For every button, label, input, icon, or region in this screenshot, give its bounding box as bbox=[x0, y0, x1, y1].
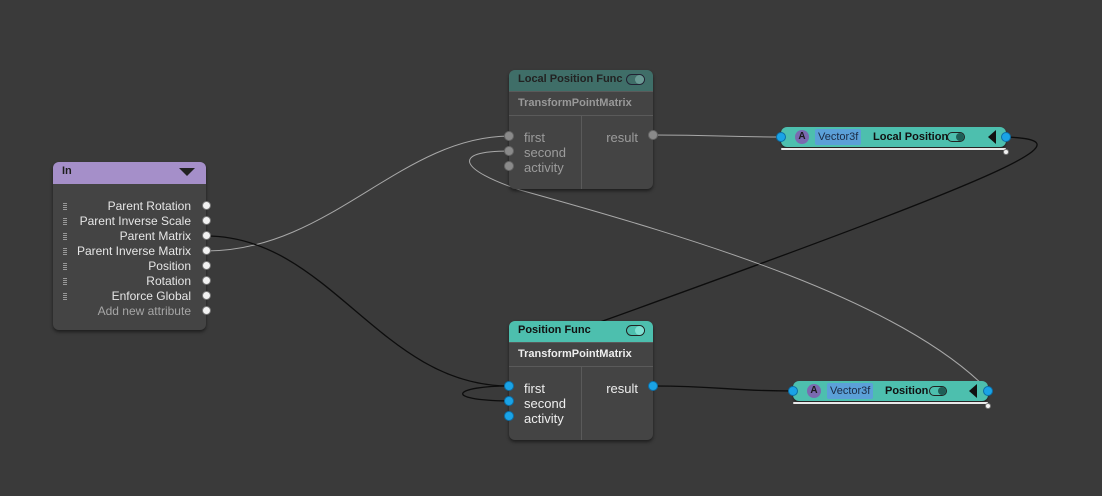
attr-position[interactable]: Position bbox=[53, 259, 211, 274]
output-port-result[interactable] bbox=[648, 130, 658, 140]
wire-position-loop bbox=[462, 385, 510, 402]
input-activity-label: activity bbox=[524, 411, 564, 426]
input-port-activity[interactable] bbox=[504, 161, 514, 171]
input-port-first[interactable] bbox=[504, 381, 514, 391]
node-title: Local Position Func bbox=[518, 73, 623, 85]
grip-icon[interactable] bbox=[63, 233, 67, 240]
grip-icon[interactable] bbox=[63, 203, 67, 210]
input-activity-label: activity bbox=[524, 160, 564, 175]
local-position-output-node[interactable]: A Vector3f Local Position bbox=[776, 127, 1011, 155]
node-title: Position Func bbox=[518, 324, 591, 336]
output-port[interactable] bbox=[202, 231, 211, 240]
output-port-result[interactable] bbox=[648, 381, 658, 391]
underline bbox=[793, 402, 988, 404]
input-second-label: second bbox=[524, 396, 566, 411]
wire-position-result-to-output bbox=[652, 385, 794, 392]
toggle-icon[interactable] bbox=[626, 325, 645, 336]
input-second-label: second bbox=[524, 145, 566, 160]
toggle-icon[interactable] bbox=[626, 74, 645, 85]
type-badge: Vector3f bbox=[827, 383, 874, 399]
output-port[interactable] bbox=[983, 386, 993, 396]
output-port[interactable] bbox=[202, 306, 211, 315]
divider bbox=[581, 367, 582, 440]
attr-parent-matrix[interactable]: Parent Matrix bbox=[53, 229, 211, 244]
input-first-label: first bbox=[524, 381, 545, 396]
output-name: Local Position bbox=[873, 131, 949, 143]
wire-parent-matrix-to-position-first bbox=[205, 235, 510, 387]
attribute-badge: A bbox=[807, 384, 821, 398]
local-position-func-header[interactable]: Local Position Func bbox=[509, 70, 653, 91]
output-result-label: result bbox=[606, 130, 638, 145]
dropdown-triangle-icon[interactable] bbox=[179, 168, 195, 176]
grip-icon[interactable] bbox=[63, 248, 67, 255]
wire-local-position-to-position-func bbox=[599, 136, 1038, 323]
divider bbox=[581, 116, 582, 189]
attr-parent-inverse-scale[interactable]: Parent Inverse Scale bbox=[53, 214, 211, 229]
attr-label: Position bbox=[148, 259, 191, 273]
attr-label: Parent Matrix bbox=[119, 229, 191, 243]
wire-local-result-to-output bbox=[652, 134, 782, 138]
input-port-second[interactable] bbox=[504, 146, 514, 156]
node-subtitle: TransformPointMatrix bbox=[509, 91, 653, 116]
attr-label: Parent Rotation bbox=[107, 199, 191, 213]
grip-icon[interactable] bbox=[63, 218, 67, 225]
collapse-triangle-icon[interactable] bbox=[969, 384, 977, 398]
attr-label: Rotation bbox=[146, 274, 191, 288]
output-port[interactable] bbox=[202, 261, 211, 270]
output-port[interactable] bbox=[202, 276, 211, 285]
attr-rotation[interactable]: Rotation bbox=[53, 274, 211, 289]
attr-enforce-global[interactable]: Enforce Global bbox=[53, 289, 211, 304]
attribute-badge: A bbox=[795, 130, 809, 144]
input-port-activity[interactable] bbox=[504, 411, 514, 421]
output-port[interactable] bbox=[202, 216, 211, 225]
toggle-icon[interactable] bbox=[929, 386, 947, 396]
output-port[interactable] bbox=[202, 201, 211, 210]
wire-parent-inverse-matrix-to-local-first bbox=[205, 135, 510, 252]
input-port[interactable] bbox=[788, 386, 798, 396]
output-result-label: result bbox=[606, 381, 638, 396]
input-first-label: first bbox=[524, 130, 545, 145]
attr-label: Enforce Global bbox=[111, 289, 191, 303]
underline bbox=[781, 148, 1006, 150]
local-position-func-node[interactable]: Local Position Func TransformPointMatrix… bbox=[504, 70, 658, 189]
input-port[interactable] bbox=[776, 132, 786, 142]
in-node-title: In bbox=[62, 165, 72, 177]
toggle-icon[interactable] bbox=[947, 132, 965, 142]
add-new-attribute[interactable]: Add new attribute bbox=[53, 304, 211, 319]
output-port[interactable] bbox=[1001, 132, 1011, 142]
output-port-small[interactable] bbox=[1003, 149, 1009, 155]
attr-label: Parent Inverse Matrix bbox=[76, 244, 191, 258]
attr-label: Parent Inverse Scale bbox=[79, 214, 191, 228]
position-output-node[interactable]: A Vector3f Position bbox=[788, 381, 993, 409]
output-port[interactable] bbox=[202, 291, 211, 300]
attr-parent-inverse-matrix[interactable]: Parent Inverse Matrix bbox=[53, 244, 211, 259]
wire-local-second-to-position-output bbox=[469, 150, 989, 391]
add-attribute-label: Add new attribute bbox=[97, 304, 191, 318]
node-subtitle: TransformPointMatrix bbox=[509, 342, 653, 367]
grip-icon[interactable] bbox=[63, 278, 67, 285]
output-name: Position bbox=[885, 385, 929, 397]
position-func-header[interactable]: Position Func bbox=[509, 321, 653, 342]
input-port-second[interactable] bbox=[504, 396, 514, 406]
input-port-first[interactable] bbox=[504, 131, 514, 141]
position-func-node[interactable]: Position Func TransformPointMatrix first… bbox=[504, 321, 658, 440]
in-node-header[interactable]: In bbox=[53, 162, 206, 184]
output-port[interactable] bbox=[202, 246, 211, 255]
grip-icon[interactable] bbox=[63, 293, 67, 300]
collapse-triangle-icon[interactable] bbox=[988, 130, 996, 144]
type-badge: Vector3f bbox=[815, 129, 862, 145]
output-port-small[interactable] bbox=[985, 403, 991, 409]
grip-icon[interactable] bbox=[63, 263, 67, 270]
in-node[interactable]: In Parent Rotation Parent Inverse Scale … bbox=[53, 162, 211, 330]
attr-parent-rotation[interactable]: Parent Rotation bbox=[53, 199, 211, 214]
